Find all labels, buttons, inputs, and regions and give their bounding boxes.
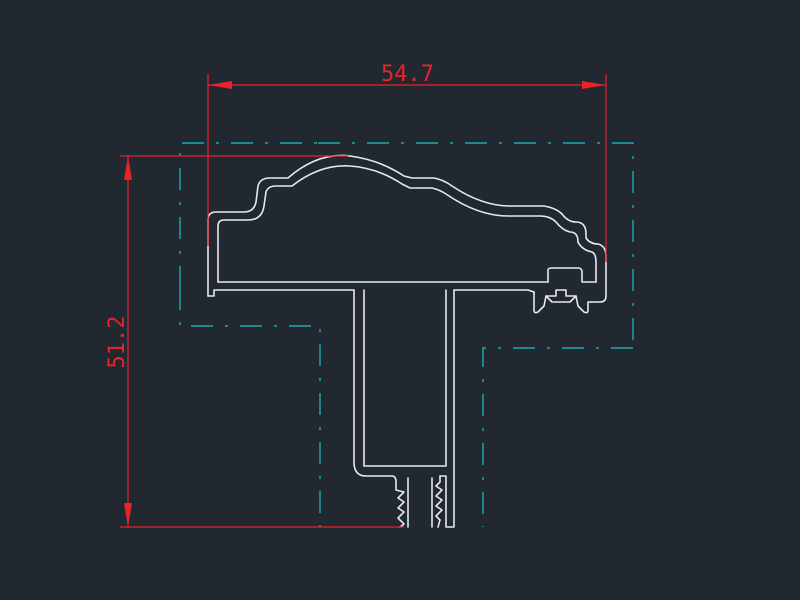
profile-serrated-tongue: [435, 475, 443, 528]
extrusion-profile: [207, 154, 607, 528]
profile-snap-clip: [533, 289, 593, 314]
profile-stem-hollow: [363, 289, 447, 467]
profile-stem-outer: [353, 289, 405, 528]
profile-plate-bottom-right: [453, 289, 535, 293]
profile-inner-cap: [217, 165, 597, 283]
centerline-lower-right: [482, 347, 633, 527]
centerline-lower-left: [179, 288, 321, 527]
profile-serrated-gap: [407, 477, 433, 528]
profile-stem-outer-right: [439, 289, 455, 528]
profile-snap-inner: [545, 295, 577, 303]
width-dimension-label: 54.7: [381, 62, 434, 87]
width-arrow-right: [582, 81, 606, 89]
profile-plate-bottom-left: [207, 289, 355, 297]
height-dimension-label: 51.2: [105, 316, 130, 369]
width-arrow-left: [208, 81, 232, 89]
height-arrow-top: [124, 156, 132, 180]
dimension-width: [207, 74, 607, 262]
centerline-top-right: [318, 142, 634, 348]
profile-outer-cap: [207, 154, 607, 303]
centerline-outline: [179, 142, 634, 527]
profile-plate-right-lip: [547, 267, 597, 283]
dimension-height: [120, 155, 404, 528]
centerline-left: [179, 142, 318, 288]
height-arrow-bottom: [124, 503, 132, 527]
